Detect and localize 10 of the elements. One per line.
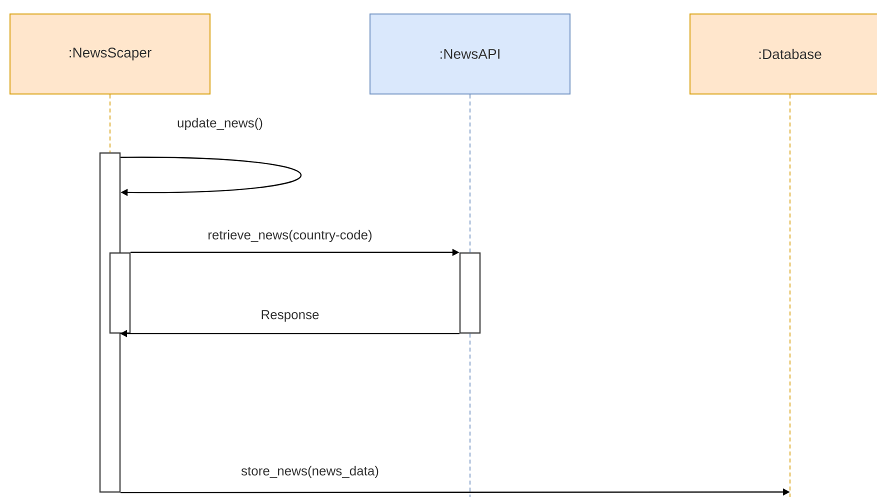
edge-label: Response — [260, 309, 320, 323]
edge-label: retrieve_news(country-code) — [206, 228, 374, 244]
lifeline-head: :NewsAPI — [370, 14, 570, 94]
activation-bar — [459, 252, 481, 334]
lifeline-head: :Database — [690, 14, 877, 94]
edge-label: update_news() — [176, 116, 264, 132]
activation-bar — [109, 252, 131, 334]
message-arrow — [120, 156, 301, 196]
edge-label: store_news(news_data) — [240, 464, 380, 480]
lifeline-head: :NewsScaper — [10, 14, 210, 94]
